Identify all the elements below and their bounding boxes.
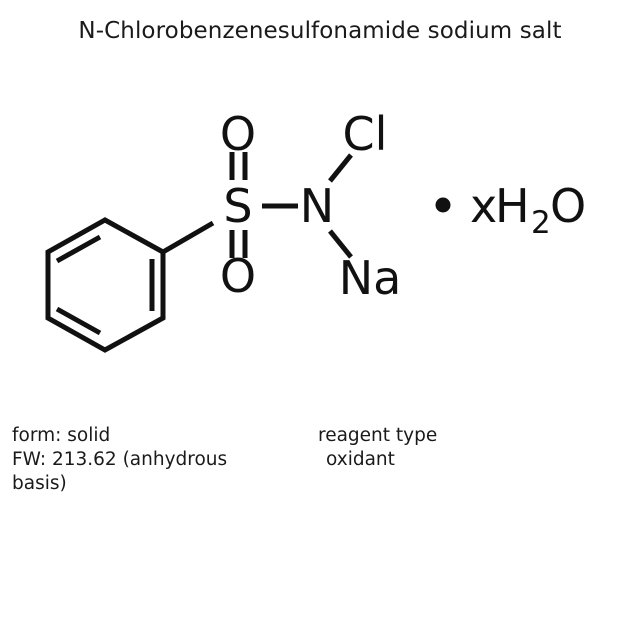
benzene-ring xyxy=(45,217,166,353)
benzene-hexagon xyxy=(45,217,166,353)
atom-label-nitrogen: N xyxy=(300,179,334,233)
bond-ring-sulfur xyxy=(161,220,215,255)
hydrate-subscript-two: 2 xyxy=(531,205,551,241)
hydrate-notation: x H 2 O xyxy=(435,179,586,241)
hydrate-prefix: x xyxy=(470,179,497,233)
compound-title: N-Chlorobenzenesulfonamide sodium salt xyxy=(78,18,562,44)
atom-label-oxygen-bottom: O xyxy=(220,249,256,303)
bond-nitrogen-chlorine xyxy=(328,153,353,183)
atom-label-chlorine: Cl xyxy=(343,107,388,161)
property-reagent-type-label: reagent type xyxy=(318,425,438,446)
hydrate-bullet-icon xyxy=(435,197,451,213)
atom-label-sulfur: S xyxy=(223,179,252,233)
property-formula-weight-line2: basis) xyxy=(12,473,67,494)
atom-label-sodium: Na xyxy=(339,251,402,305)
hydrate-element-hydrogen: H xyxy=(495,179,530,233)
property-reagent-type-value: oxidant xyxy=(326,449,395,470)
property-form: form: solid xyxy=(12,425,111,446)
benzene-double-bond-lower-left xyxy=(55,306,102,336)
property-block-right: reagent type oxidant xyxy=(318,424,568,472)
bond-nitrogen-sodium xyxy=(328,229,353,259)
bond-sulfur-oxygen-top xyxy=(229,152,248,180)
hydrate-element-oxygen: O xyxy=(550,179,586,233)
atom-label-oxygen-top: O xyxy=(220,107,256,161)
structure-diagram: O S O N Cl Na x H 2 O xyxy=(0,85,640,385)
property-formula-weight-line1: FW: 213.62 (anhydrous xyxy=(12,449,228,470)
benzene-double-bond-upper-left xyxy=(55,234,102,264)
bond-sulfur-oxygen-bottom xyxy=(229,230,248,258)
property-block-left: form: solid FW: 213.62 (anhydrous basis) xyxy=(12,424,302,496)
structure-svg: O S O N Cl Na x H 2 O xyxy=(45,107,586,353)
